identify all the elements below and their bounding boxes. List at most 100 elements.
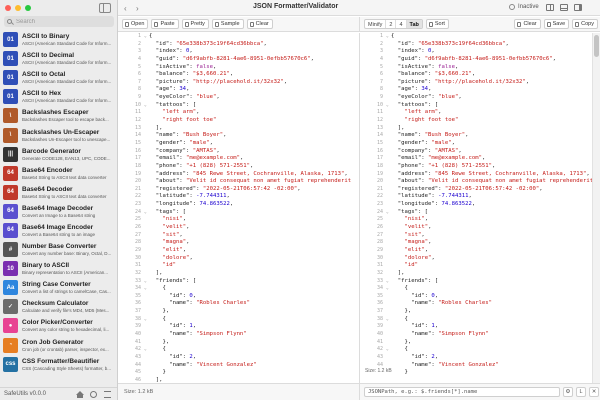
gear-icon[interactable] — [90, 391, 97, 398]
code-text: { — [149, 346, 166, 353]
inspector-toggle-icon[interactable] — [574, 4, 582, 11]
fold-chevron-icon[interactable]: ⌄ — [386, 34, 389, 39]
line-number: 16 — [376, 147, 383, 154]
sort-icon — [428, 21, 433, 27]
fold-chevron-icon[interactable]: ⌄ — [386, 278, 389, 284]
code-line: 29 "elit", — [118, 247, 359, 255]
code-line: 8 "age": 34, — [118, 86, 359, 94]
search-input[interactable] — [16, 18, 111, 25]
fold-chevron-icon[interactable]: ⌄ — [144, 34, 147, 39]
fold-chevron-icon[interactable]: ⌄ — [386, 347, 389, 353]
paste-button[interactable]: Paste — [151, 19, 179, 29]
fold-chevron-icon[interactable]: ⌄ — [144, 278, 147, 284]
output-scrollbar[interactable] — [592, 33, 600, 383]
open-button[interactable]: Open — [122, 19, 149, 29]
back-arrow-icon[interactable]: ‹ — [124, 4, 127, 13]
line-number: 15 — [134, 139, 141, 146]
code-text: { — [391, 315, 408, 322]
fold-chevron-icon[interactable]: ⌄ — [386, 316, 389, 322]
fold-chevron-icon[interactable]: ⌄ — [144, 209, 147, 215]
fold-chevron-icon[interactable]: ⌄ — [386, 209, 389, 215]
tool-description: Convert an Image to a Base64 string — [22, 212, 96, 218]
fold-chevron-icon[interactable]: ⌄ — [386, 286, 389, 292]
close-window-button[interactable] — [5, 5, 11, 11]
code-text: "address": "845 Rewe Street, Cochranvill… — [149, 170, 348, 177]
tool-title: ASCII to Binary — [22, 33, 70, 41]
code-line: 36 "name": "Robles Charles" — [118, 300, 359, 308]
input-editor[interactable]: 1⌄{2 "id": "65e338b373c19f64cd36bbca",3 … — [118, 33, 360, 383]
clear-icon — [517, 21, 522, 27]
sliders-icon[interactable] — [104, 391, 111, 398]
line-number: 6 — [379, 71, 383, 78]
search-bar[interactable] — [4, 16, 114, 27]
minify-option[interactable]: Minify — [365, 20, 387, 28]
forward-arrow-icon[interactable]: › — [136, 4, 139, 13]
code-text: "name": "Simpson Flynn" — [149, 330, 247, 337]
fold-chevron-icon[interactable]: ⌄ — [144, 102, 147, 108]
code-line: 11 "left arm", — [360, 109, 592, 117]
code-line: 34⌄ { — [118, 285, 359, 293]
clear-output-button[interactable]: Clear — [514, 19, 541, 29]
jsonpath-input[interactable] — [364, 387, 560, 397]
sidebar-toggle-icon[interactable] — [99, 3, 111, 13]
tool-description: Generate CODE128, EAN13, UPC, CODE... — [22, 155, 111, 161]
tab-indent-option[interactable]: Tab — [406, 20, 422, 28]
fold-chevron-icon[interactable]: ⌄ — [144, 286, 147, 292]
tool-icon: ◔ — [3, 337, 18, 353]
code-line: 20 "about": "Velit id consequat non amet… — [118, 178, 359, 186]
code-text: } — [149, 369, 166, 376]
jsonpath-clear-button[interactable]: ✕ — [589, 387, 599, 397]
zoom-window-button[interactable] — [25, 5, 31, 11]
indent-4-option[interactable]: 4 — [396, 20, 407, 28]
sample-button[interactable]: Sample — [211, 19, 244, 29]
scrollbar-thumb[interactable] — [594, 35, 599, 57]
line-number: 42 — [134, 346, 141, 353]
fold-chevron-icon[interactable]: ⌄ — [144, 347, 147, 353]
tool-icon: 01 — [3, 70, 18, 86]
code-text: ], — [391, 269, 405, 276]
copy-button-label: Copy — [581, 21, 594, 27]
home-icon[interactable] — [76, 391, 84, 398]
panel-layout-icon[interactable] — [560, 4, 568, 11]
line-number: 25 — [376, 216, 383, 223]
line-number: 1 — [137, 33, 141, 39]
sort-button[interactable]: Sort — [425, 19, 449, 29]
minimize-window-button[interactable] — [15, 5, 21, 11]
code-text: { — [391, 346, 408, 353]
code-text: "picture": "http://placehold.it/32x32", — [149, 78, 288, 85]
line-number: 5 — [137, 63, 141, 70]
jsonpath-language-button[interactable]: L — [576, 387, 586, 397]
output-editor[interactable]: 1⌄{2 "id": "65e338b373c19f64cd36bbca",3 … — [360, 33, 592, 383]
clear-input-button[interactable]: Clear — [246, 19, 273, 29]
jsonpath-options-button[interactable]: ⚙ — [563, 387, 573, 397]
pretty-button[interactable]: Pretty — [181, 19, 209, 29]
fold-chevron-icon[interactable]: ⌄ — [386, 102, 389, 108]
indent-2-option[interactable]: 2 — [386, 20, 397, 28]
copy-button[interactable]: Copy — [572, 19, 598, 29]
code-line: 21 "registered": "2022-05-21T06:57:42 -0… — [360, 186, 592, 194]
save-button[interactable]: Save — [543, 19, 570, 29]
fold-chevron-icon[interactable]: ⌄ — [144, 316, 147, 322]
code-line: 3 "index": 0, — [360, 48, 592, 56]
line-number: 5 — [379, 63, 383, 70]
split-view-icon[interactable] — [546, 4, 554, 11]
